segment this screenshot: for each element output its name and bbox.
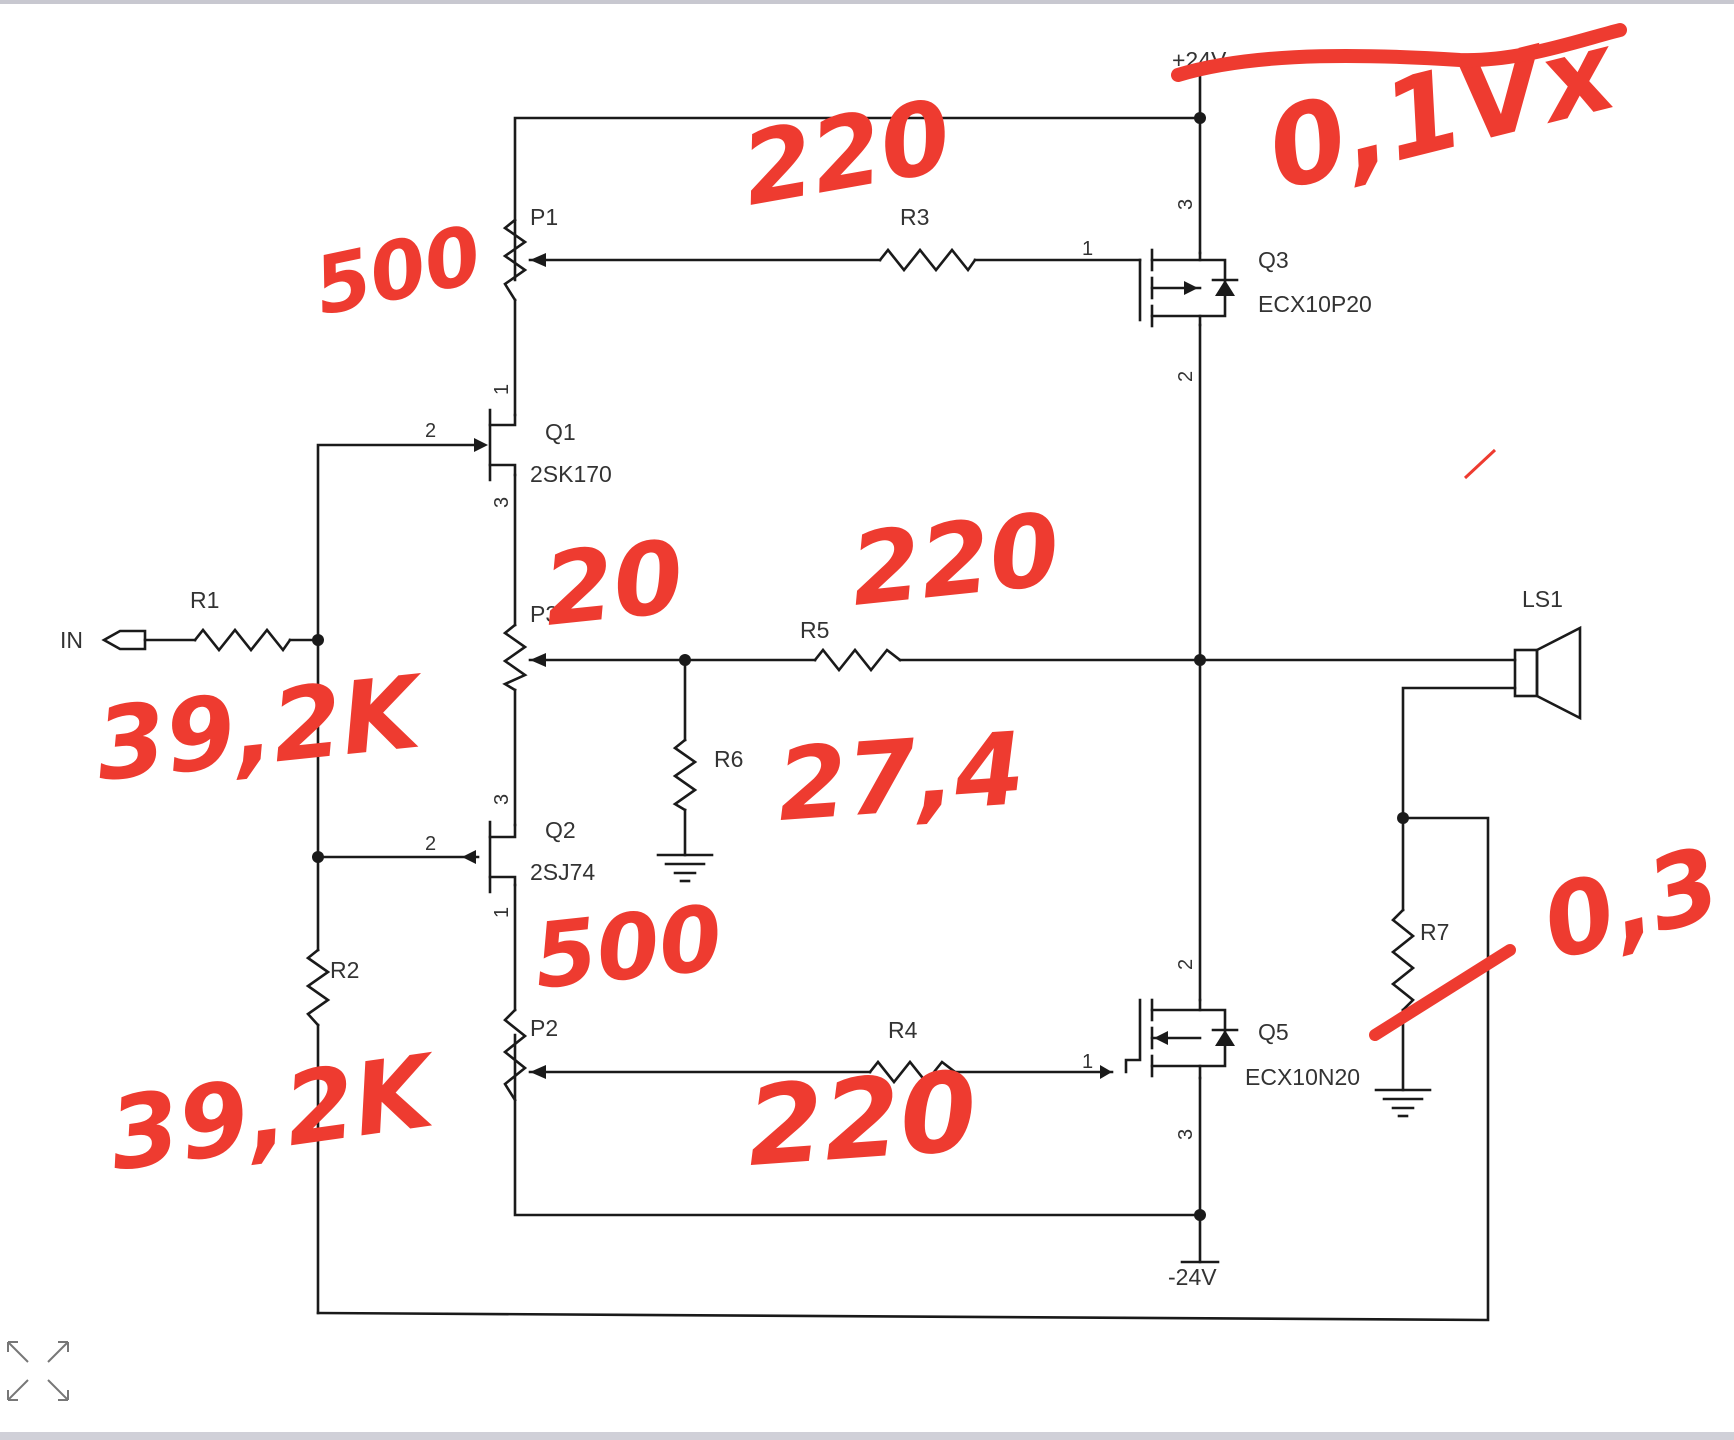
handwritten-annotations: 220 0,1Vx 500 20 220 39,2K 27,4 0,3 500 … xyxy=(90,5,1732,1193)
r1-label: R1 xyxy=(190,587,219,613)
speaker-ls1-symbol xyxy=(1513,625,1582,721)
ground-r6-symbol xyxy=(656,853,714,883)
resistor-r2-symbol xyxy=(305,948,331,1027)
annotation-r2-value: 39,2K xyxy=(102,1032,446,1194)
annotation-r7-value: 0,3 xyxy=(1531,824,1732,983)
jfet-q1-symbol xyxy=(474,408,517,482)
mosfet-q5-symbol xyxy=(1100,998,1239,1080)
q1-pin1: 1 xyxy=(491,384,513,395)
q2-pin1: 1 xyxy=(491,907,513,918)
q5-part-label: ECX10N20 xyxy=(1245,1064,1360,1090)
r5-label: R5 xyxy=(800,617,829,643)
q5-pin1: 1 xyxy=(1082,1051,1093,1073)
input-label: IN xyxy=(60,627,83,653)
q2-pin3: 3 xyxy=(491,794,513,805)
q3-pin3: 3 xyxy=(1175,199,1197,210)
r3-label: R3 xyxy=(900,204,929,230)
annotation-r1-value: 39,2K xyxy=(90,653,431,804)
input-port-symbol xyxy=(101,629,147,651)
resistor-r6-symbol xyxy=(672,738,698,812)
resistor-r7-symbol xyxy=(1390,908,1416,1012)
r2-label: R2 xyxy=(330,957,359,983)
viewer-bottom-border xyxy=(0,1432,1734,1440)
r4-label: R4 xyxy=(888,1017,918,1043)
r7-label: R7 xyxy=(1420,919,1449,945)
q3-ref-label: Q3 xyxy=(1258,247,1289,273)
q5-pin2: 2 xyxy=(1175,959,1197,970)
annotation-p1-value: 500 xyxy=(307,208,490,334)
annotation-p3-value: 20 xyxy=(538,518,689,649)
resistor-r4-symbol xyxy=(868,1059,957,1085)
mosfet-q3-symbol xyxy=(1138,248,1239,328)
q2-ref-label: Q2 xyxy=(545,817,576,843)
annotation-p2-value: 500 xyxy=(529,886,727,1010)
pot-p2-symbol xyxy=(502,1008,546,1102)
ground-r7-symbol xyxy=(1374,1088,1432,1118)
annotation-r6-value: 27,4 xyxy=(774,710,1028,844)
q1-pin2: 2 xyxy=(425,420,436,442)
viewer-top-border xyxy=(0,0,1734,4)
q3-pin2: 2 xyxy=(1175,371,1197,382)
p1-label: P1 xyxy=(530,204,558,230)
r6-label: R6 xyxy=(714,746,743,772)
q1-ref-label: Q1 xyxy=(545,419,576,445)
q1-part-label: 2SK170 xyxy=(530,461,612,487)
jfet-q2-symbol xyxy=(462,820,517,894)
annotation-r5-value: 220 xyxy=(845,491,1065,629)
q3-part-label: ECX10P20 xyxy=(1258,291,1372,317)
resistor-r1-symbol xyxy=(193,627,292,653)
p2-label: P2 xyxy=(530,1015,558,1041)
resistor-r5-symbol xyxy=(813,647,902,673)
expand-arrows-icon[interactable] xyxy=(0,1328,78,1410)
q2-part-label: 2SJ74 xyxy=(530,859,595,885)
q5-pin3: 3 xyxy=(1175,1129,1197,1140)
pot-p1-symbol xyxy=(502,218,546,302)
pot-p3-symbol xyxy=(502,623,546,692)
q5-ref-label: Q5 xyxy=(1258,1019,1289,1045)
q3-pin1: 1 xyxy=(1082,238,1093,260)
junction-dots xyxy=(312,112,1409,1221)
wires xyxy=(143,68,1517,1322)
annotation-r4-value: 220 xyxy=(743,1047,981,1191)
negative-rail-label: -24V xyxy=(1168,1264,1217,1290)
q1-pin3: 3 xyxy=(491,497,513,508)
q2-pin2: 2 xyxy=(425,833,436,855)
resistor-r3-symbol xyxy=(878,247,977,273)
p3-label: P3 xyxy=(530,601,558,627)
speaker-label: LS1 xyxy=(1522,586,1563,612)
